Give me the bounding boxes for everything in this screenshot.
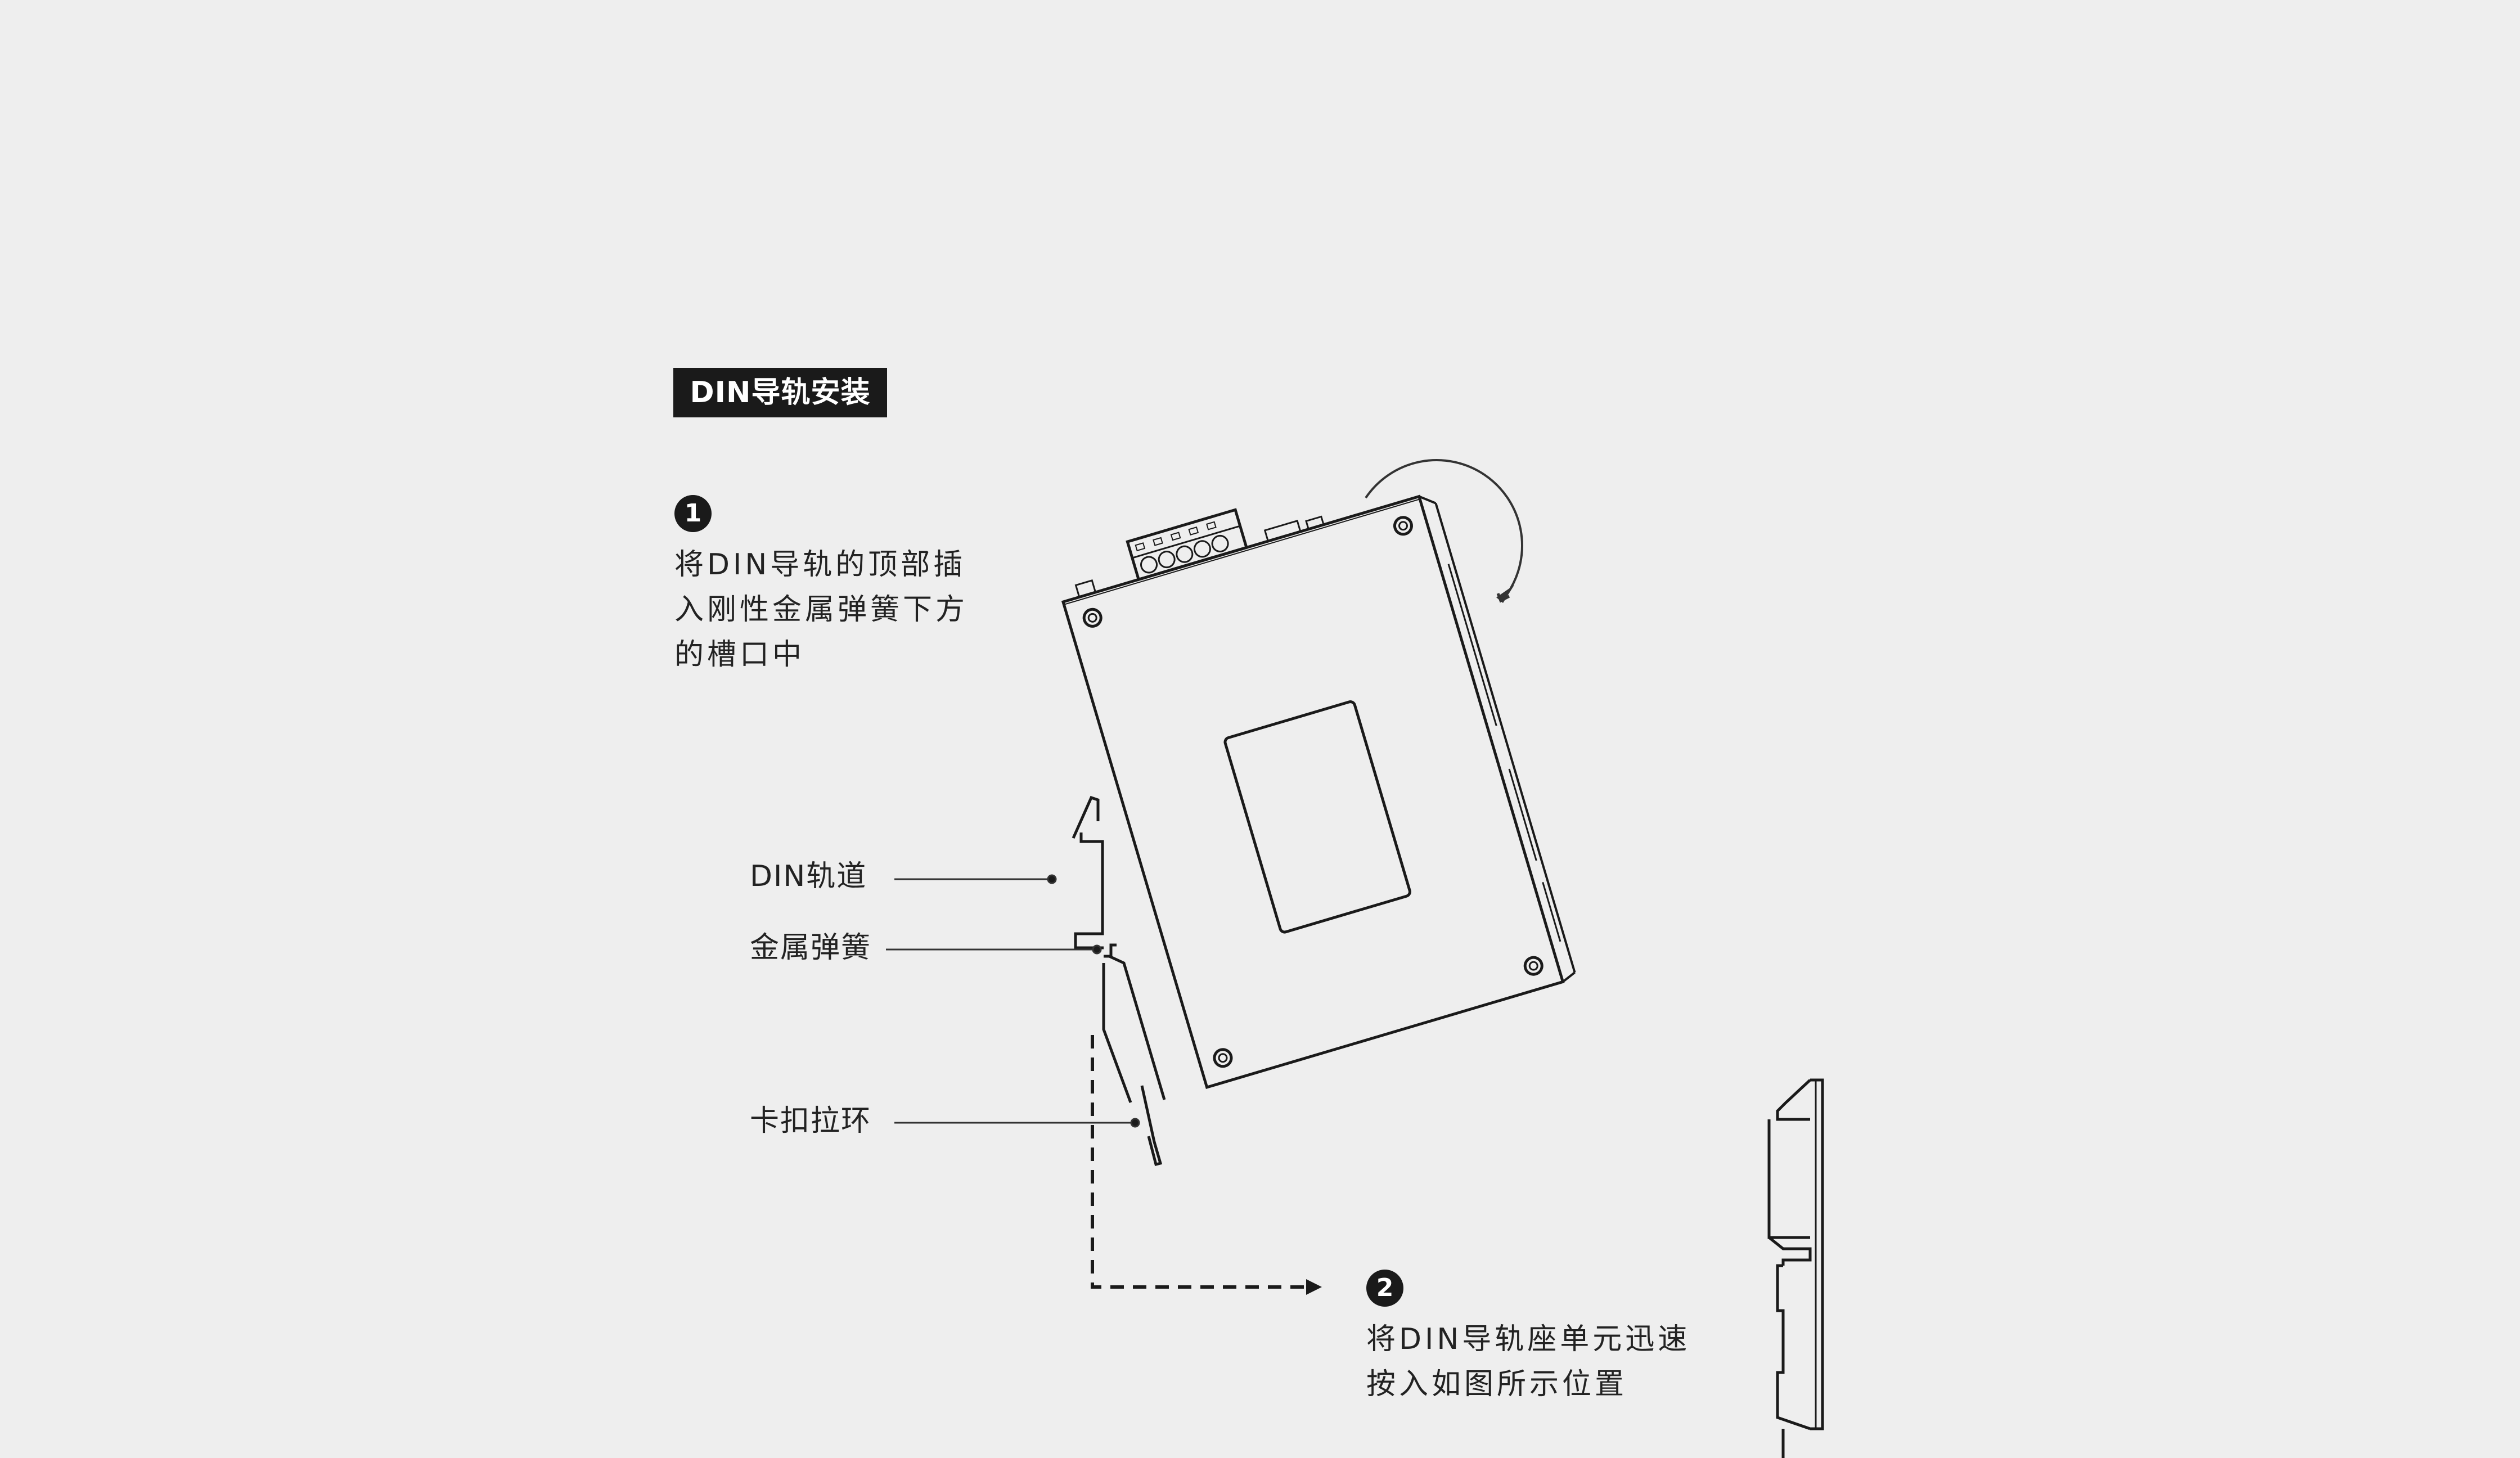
screw-hole-icon: [1082, 608, 1102, 628]
callout-din-rail: DIN轨道: [750, 860, 867, 893]
step-2-instructions: 将DIN导轨座单元迅速 按入如图所示位置: [1366, 1317, 1690, 1407]
step-number-badge-2: 2: [1366, 1270, 1403, 1307]
callout-leaders: [886, 874, 1140, 1128]
installed-device-side-view: [1767, 1078, 1824, 1458]
callout-clip-pull-ring: 卡扣拉环: [750, 1104, 872, 1138]
leader-dot: [1047, 874, 1057, 884]
leader-dot: [1130, 1118, 1140, 1128]
arrowhead-right-icon: [1306, 1279, 1322, 1295]
step-number-badge-1: 1: [674, 495, 712, 532]
rotated-device: [1061, 494, 1576, 1090]
step-1-line: 将DIN导轨的顶部插: [674, 548, 966, 582]
step-1-instructions: 将DIN导轨的顶部插 入刚性金属弹簧下方 的槽口中: [674, 542, 968, 677]
device-body: [1061, 494, 1565, 1090]
callout-metal-spring: 金属弹簧: [750, 931, 872, 965]
terminal-block: [1126, 508, 1249, 582]
step-2-line: 将DIN导轨座单元迅速: [1366, 1322, 1691, 1356]
leader-dot: [1092, 944, 1102, 955]
screw-hole-icon: [1523, 956, 1544, 976]
screw-hole-icon: [1213, 1048, 1233, 1068]
rotation-arrow-icon: [1365, 459, 1523, 603]
step-2-line: 按入如图所示位置: [1366, 1367, 1628, 1401]
step-1-line: 的槽口中: [674, 638, 806, 672]
section-title-badge: DIN导轨安装: [673, 368, 887, 417]
step-1-line: 入刚性金属弹簧下方: [674, 593, 969, 627]
screw-hole-icon: [1393, 516, 1413, 536]
label-plate: [1223, 700, 1411, 934]
din-rail-bracket: [1072, 795, 1166, 1167]
dashed-path-arrow: [1091, 1035, 1322, 1295]
